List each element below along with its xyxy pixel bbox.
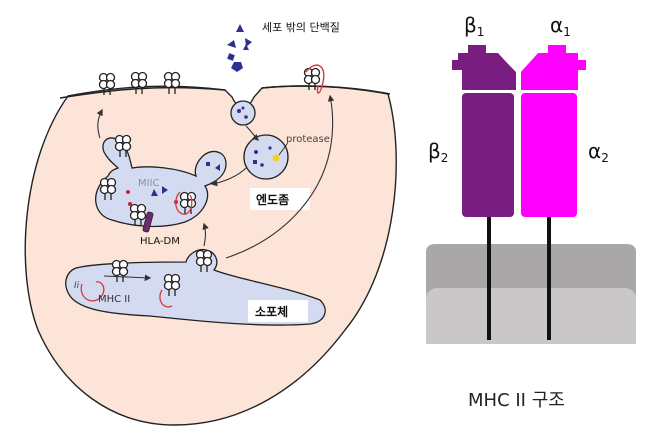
membrane-line [59, 85, 391, 99]
alpha2-domain [521, 93, 577, 217]
beta1-label: β1 [464, 13, 484, 39]
mhc-ii-structure: β1 α1 β2 α2 MHC II 구조 [426, 13, 636, 411]
hla-dm-label: HLA-DM [140, 236, 180, 247]
structure-caption: MHC II 구조 [468, 390, 565, 411]
endosome-label: 엔도좀 [256, 192, 289, 207]
alpha1-label: α1 [550, 13, 571, 39]
endosome-vesicle [243, 134, 289, 180]
endocytic-vesicle [230, 100, 256, 126]
ii-label: Ii [74, 281, 80, 291]
hla-dm-marker [142, 211, 154, 233]
miic-label: MIIC [138, 178, 160, 189]
alpha2-label: α2 [588, 139, 609, 165]
beta2-label: β2 [428, 139, 448, 165]
invariant-chain-2 [159, 289, 173, 308]
beta2-domain [462, 93, 514, 217]
transport-arrows [96, 94, 335, 282]
membrane-upper [426, 244, 636, 298]
extracellular-protein-label: 세포 밖의 단백질 [262, 21, 340, 34]
surface-invariant-chain [305, 64, 325, 94]
beta1-domain [452, 45, 516, 90]
extracellular-protein-shapes [227, 24, 252, 72]
protease-dot [272, 154, 280, 162]
invariant-chain-1 [80, 281, 105, 302]
mhc-ii-label: MHC II [98, 294, 130, 305]
lysosome-label: 소포체 [255, 304, 288, 319]
membrane-lower [426, 288, 636, 344]
cell-diagram: 세포 밖의 단백질 protease 엔도좀 MIIC HLA-DM [24, 21, 397, 426]
protease-label: protease [286, 134, 330, 145]
alpha1-domain [521, 45, 586, 90]
